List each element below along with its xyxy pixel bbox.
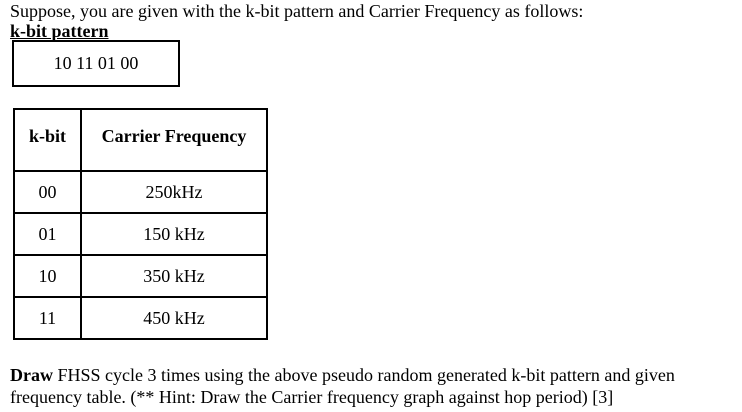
frequency-table: k-bit Carrier Frequency 00 250kHz 01 150… (13, 108, 268, 340)
header-kbit: k-bit (13, 108, 82, 172)
kbit-cell: 11 (13, 296, 82, 340)
kbit-cell: 01 (13, 212, 82, 256)
table-row: 00 250kHz (13, 170, 268, 214)
frequency-cell: 350 kHz (80, 254, 268, 298)
kbit-pattern-box: 10 11 01 00 (12, 40, 180, 87)
table-row: 11 450 kHz (13, 296, 268, 340)
table-row: 10 350 kHz (13, 254, 268, 298)
question-line-1: Draw FHSS cycle 3 times using the above … (10, 364, 738, 386)
header-carrier-frequency: Carrier Frequency (80, 108, 268, 172)
kbit-pattern-value: 10 11 01 00 (53, 53, 139, 73)
question-line-1-rest: FHSS cycle 3 times using the above pseud… (53, 365, 675, 385)
table-row: 01 150 kHz (13, 212, 268, 256)
frequency-cell: 450 kHz (80, 296, 268, 340)
kbit-cell: 10 (13, 254, 82, 298)
intro-text: Suppose, you are given with the k-bit pa… (10, 1, 584, 21)
question-bold-word: Draw (10, 365, 53, 385)
frequency-table-header-row: k-bit Carrier Frequency (13, 108, 268, 172)
kbit-pattern-label: k-bit pattern (10, 21, 109, 41)
question-line-2: frequency table. (** Hint: Draw the Carr… (10, 387, 614, 407)
frequency-cell: 250kHz (80, 170, 268, 214)
kbit-cell: 00 (13, 170, 82, 214)
question-paragraph: Draw FHSS cycle 3 times using the above … (10, 364, 738, 408)
frequency-cell: 150 kHz (80, 212, 268, 256)
